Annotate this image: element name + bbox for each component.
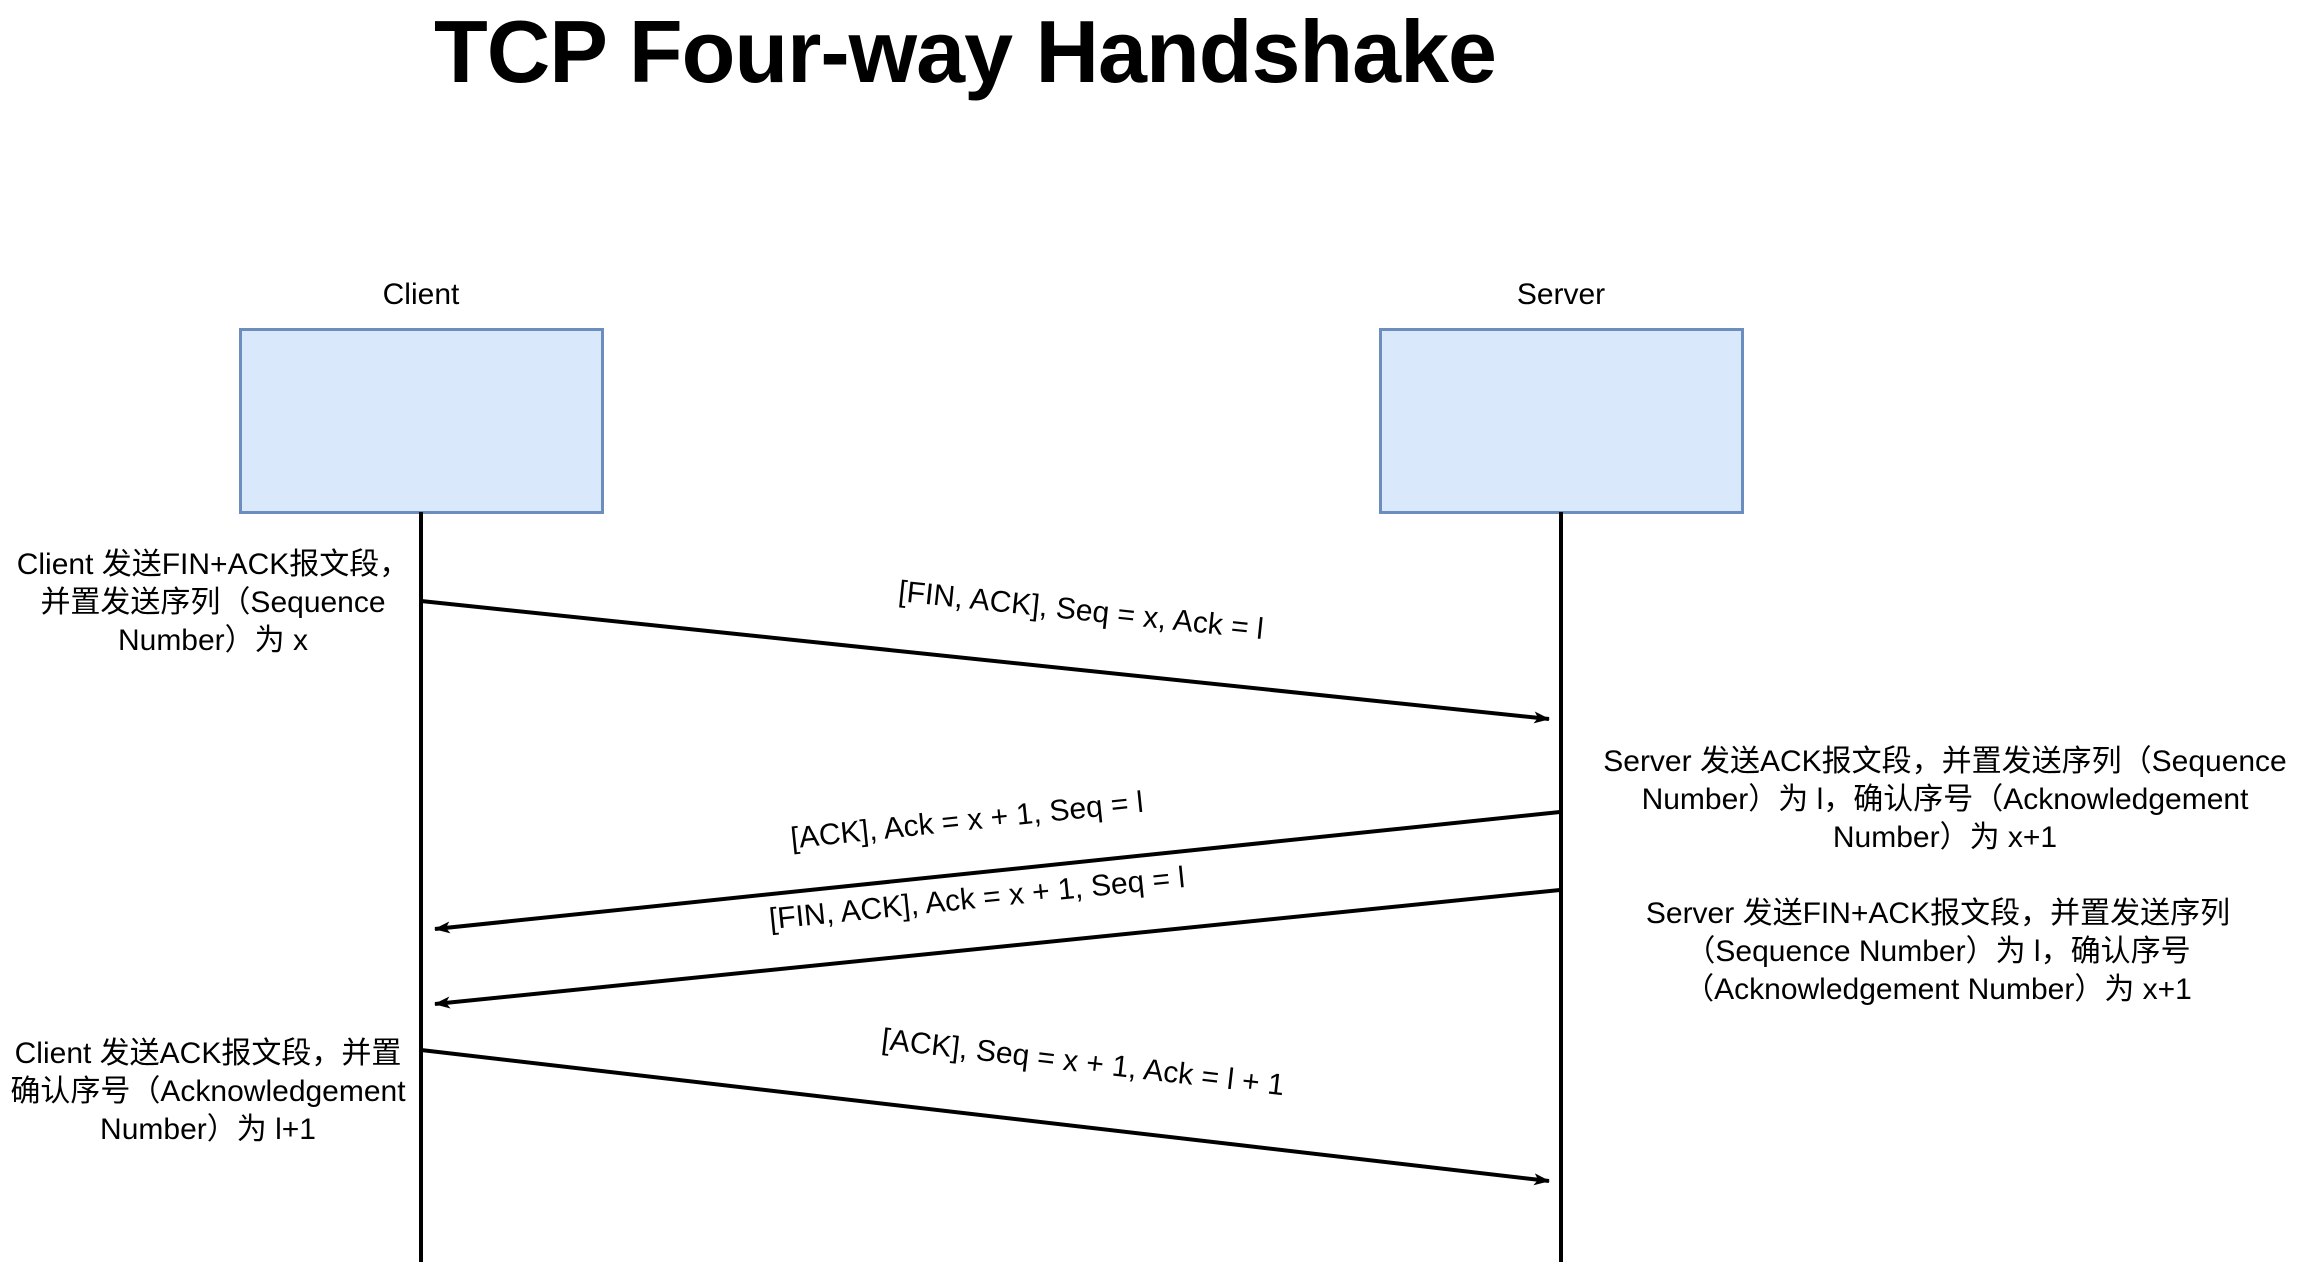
message-2-arrow <box>434 810 1561 934</box>
client-box[interactable] <box>239 328 604 514</box>
server-box[interactable] <box>1379 328 1744 514</box>
page-title: TCP Four-way Handshake <box>434 2 1497 101</box>
note-client-ack: Client 发送ACK报文段，并置确认序号（Acknowledgement N… <box>10 1037 406 1146</box>
client-box-label: Client <box>383 278 460 311</box>
message-1-arrow <box>420 599 1550 724</box>
message-3[interactable]: [FIN, ACK], Ack = x + 1, Seq = l <box>434 861 1561 1009</box>
note-client-fin-ack: Client 发送FIN+ACK报文段，并置发送序列（Sequence Numb… <box>16 548 410 657</box>
message-4[interactable]: [ACK], Seq = x + 1, Ack = l + 1 <box>420 1023 1550 1186</box>
note-server-ack: Server 发送ACK报文段，并置发送序列（Sequence Number）为… <box>1603 745 2287 854</box>
message-1[interactable]: [FIN, ACK], Seq = x, Ack = l <box>420 575 1550 724</box>
message-4-label: [ACK], Seq = x + 1, Ack = l + 1 <box>880 1023 1286 1102</box>
note-server-fin-ack: Server 发送FIN+ACK报文段，并置发送序列（Sequence Numb… <box>1645 897 2231 1006</box>
message-2-label: [ACK], Ack = x + 1, Seq = l <box>789 786 1145 856</box>
message-3-arrow <box>434 888 1561 1009</box>
lifeline-server[interactable]: Server <box>1379 278 1744 1262</box>
message-1-label: [FIN, ACK], Seq = x, Ack = l <box>897 575 1265 646</box>
server-box-label: Server <box>1517 278 1605 311</box>
message-4-arrow <box>420 1048 1550 1186</box>
lifeline-client[interactable]: Client <box>239 278 604 1262</box>
